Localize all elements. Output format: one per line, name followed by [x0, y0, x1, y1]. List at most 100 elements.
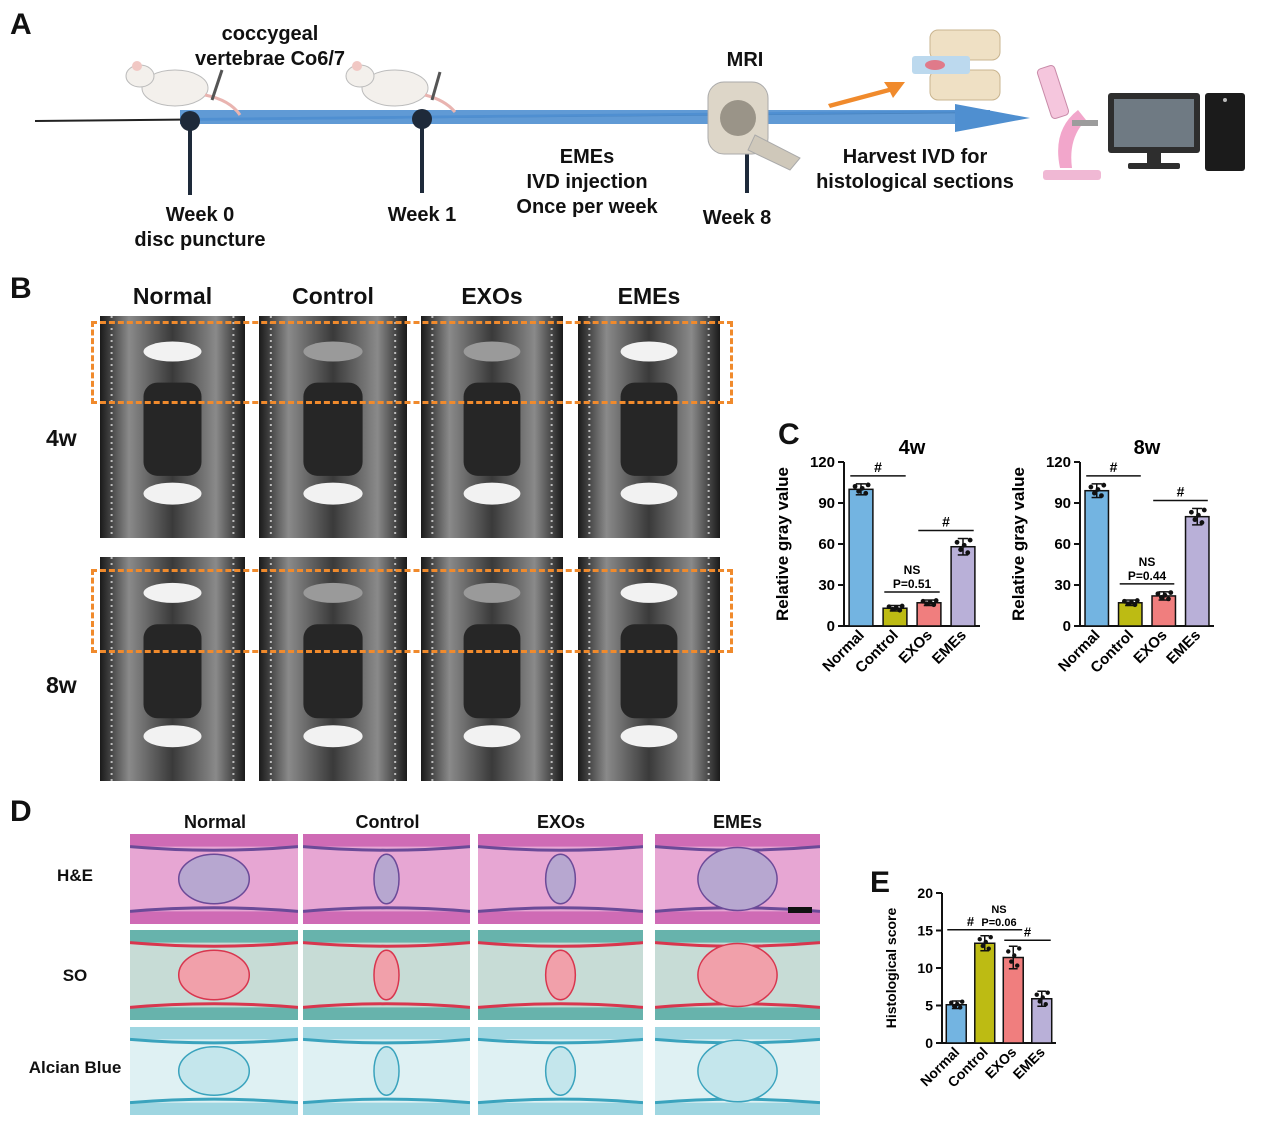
mri-image-8w-control: [259, 557, 407, 781]
week1-node: [412, 109, 432, 193]
data-point: [899, 603, 905, 609]
data-point: [1040, 995, 1045, 1000]
histo-header-emes: EMEs: [712, 812, 763, 832]
data-point: [893, 605, 899, 611]
data-point: [1129, 599, 1134, 605]
data-point: [1092, 490, 1097, 496]
y-tick-label: 0: [827, 618, 835, 635]
data-point: [1134, 598, 1140, 603]
data-point: [988, 934, 993, 940]
bar-control: [1117, 602, 1143, 627]
bar-emes: [950, 545, 976, 627]
treatment-line1: EMEs: [559, 146, 615, 168]
data-point: [1159, 595, 1164, 600]
data-point: [960, 999, 965, 1004]
week0-node: [180, 111, 200, 195]
significance-label: NS: [991, 904, 1006, 916]
treatment-line2: IVD injection: [526, 171, 648, 193]
data-point: [954, 539, 960, 545]
data-point: [1099, 493, 1104, 499]
week0-sublabel: disc puncture: [134, 229, 266, 251]
data-point: [965, 550, 971, 556]
bar-normal: [848, 488, 874, 627]
data-point: [977, 937, 982, 942]
mri-header-exos: EXOs: [461, 283, 523, 309]
significance-pvalue: P=0.06: [981, 917, 1016, 929]
data-point: [1045, 990, 1050, 995]
microscope-icon: [1036, 65, 1101, 180]
bar-exos: [916, 602, 942, 627]
mri-row-8w: 8w: [46, 672, 77, 698]
orange-arrow-icon: [828, 82, 905, 108]
y-tick-label: 20: [917, 885, 933, 901]
bar-exos: [1002, 956, 1024, 1044]
disc-highlight-box-8w: [91, 569, 733, 653]
x-tick-label: EMEs: [1163, 627, 1204, 668]
histo-header-control: Control: [355, 812, 420, 832]
stain-label-alcian-blue: Alcian Blue: [28, 1058, 122, 1077]
histology-image-so-control: [303, 930, 470, 1020]
data-point: [1155, 591, 1161, 597]
mri-image-8w-exos: [421, 557, 563, 781]
puncture-site-line2: vertebrae Co6/7: [194, 48, 346, 70]
data-point: [859, 485, 865, 491]
mri-image-4w-normal: [100, 316, 245, 538]
data-point: [980, 943, 985, 949]
data-point: [958, 547, 964, 553]
y-tick-label: 15: [917, 923, 933, 939]
data-point: [1043, 1001, 1048, 1007]
scale-bar: [788, 907, 812, 913]
data-point: [1037, 999, 1042, 1004]
significance-label: #: [1024, 924, 1032, 939]
spine-disc-icon: [912, 29, 1001, 101]
bar-control: [974, 942, 996, 1044]
histology-image-so-exos: [478, 930, 643, 1020]
histology-image-so-emes: [655, 930, 820, 1020]
data-point: [920, 598, 926, 604]
data-point: [1006, 949, 1011, 954]
y-tick-label: 10: [917, 960, 933, 976]
y-tick-label: 0: [1063, 618, 1071, 635]
data-point: [1121, 598, 1127, 604]
histology-image-alcian-exos: [478, 1027, 643, 1115]
histology-image-so-normal: [130, 930, 298, 1020]
data-point: [955, 1001, 960, 1007]
chart-title: 4w: [899, 437, 926, 459]
data-point: [1199, 520, 1205, 525]
mri-scanner-icon: [707, 81, 801, 171]
significance-pvalue: P=0.51: [893, 577, 932, 591]
data-point: [1166, 596, 1171, 602]
y-axis-label: Histological score: [883, 907, 899, 1028]
significance-label: #: [967, 914, 975, 929]
data-point: [1012, 953, 1017, 958]
mri-image-4w-exos: [421, 316, 563, 538]
mri-header-control: Control: [292, 283, 374, 309]
y-tick-label: 120: [1046, 454, 1071, 471]
bar-normal: [945, 1004, 967, 1044]
data-point: [863, 490, 869, 496]
data-point: [1015, 963, 1020, 968]
y-tick-label: 30: [818, 577, 835, 594]
data-point: [865, 482, 871, 488]
y-tick-label: 0: [925, 1035, 933, 1051]
data-point: [986, 946, 991, 951]
data-point: [958, 1005, 963, 1010]
data-point: [1009, 959, 1014, 964]
histo-header-normal: Normal: [183, 812, 246, 832]
data-point: [856, 488, 862, 494]
y-tick-label: 60: [818, 536, 835, 553]
data-point: [1095, 487, 1101, 492]
data-point: [1017, 946, 1022, 951]
data-point: [1201, 507, 1207, 513]
mri-label: MRI: [726, 49, 764, 71]
significance-label: #: [874, 459, 882, 475]
data-point: [1188, 509, 1194, 515]
rat-icon-2: [345, 61, 457, 113]
data-point: [933, 598, 939, 603]
data-point: [967, 537, 973, 543]
significance-label: #: [1110, 459, 1118, 475]
data-point: [1192, 517, 1198, 523]
